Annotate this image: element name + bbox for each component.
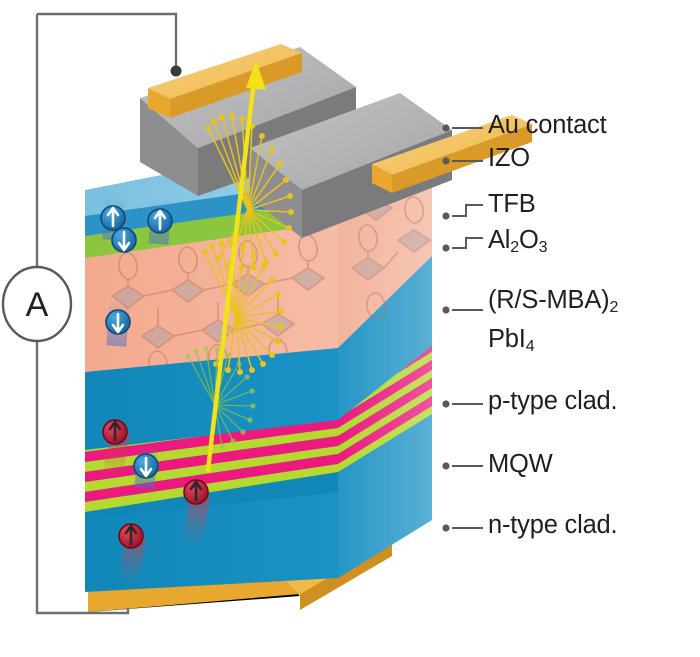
- ammeter-label: A: [26, 286, 49, 324]
- electron-spin-down: [105, 309, 131, 335]
- electron-spin-up: [147, 208, 173, 234]
- au-left-top: [148, 44, 302, 99]
- layer-au-contact-left: [148, 44, 302, 118]
- au-right-side: [392, 124, 532, 193]
- label-rs-mba: (R/S-MBA)2: [488, 286, 619, 316]
- leader-p-type-clad: [442, 400, 483, 408]
- ammeter-body: [1, 265, 73, 343]
- layer-au-contact-right: [372, 115, 532, 193]
- leader-n-type-clad: [442, 524, 483, 532]
- label-mqw: MQW: [488, 450, 553, 478]
- leader-au-contact: [442, 124, 483, 132]
- carriers-group: [100, 195, 211, 584]
- electron-spin-up: [100, 205, 126, 231]
- label-n-type-clad: n-type clad.: [488, 511, 618, 539]
- leader-izo: [442, 157, 483, 165]
- izo-left-top: [140, 47, 356, 148]
- izo-right-top: [250, 93, 452, 190]
- au-left-front: [148, 88, 170, 118]
- leader-rs-mba: [442, 306, 483, 314]
- hole-spin-up: [118, 523, 144, 549]
- label-tfb: TFB: [488, 190, 536, 218]
- label-pbi4: PbI4: [488, 325, 535, 355]
- external-circuit: [1, 12, 182, 615]
- label-au-contact: Au contact: [488, 111, 607, 139]
- circuit-node-top: [170, 65, 182, 77]
- label-al2o3: Al2O3: [488, 226, 548, 256]
- circuit-wire-top: [37, 12, 178, 71]
- hole-spin-up: [183, 479, 209, 505]
- hole-spin-up: [102, 419, 128, 445]
- au-right-top: [372, 115, 532, 175]
- electron-spin-down: [111, 227, 137, 253]
- label-p-type-clad: p-type clad.: [488, 387, 618, 415]
- hole-carriers: [102, 419, 209, 549]
- au-right-front: [372, 164, 392, 193]
- cpl-emission-group: [185, 60, 294, 473]
- electron-spin-down: [133, 453, 159, 479]
- izo-left-front: [140, 98, 198, 196]
- label-izo: IZO: [488, 144, 530, 172]
- side-face-sheen: [338, 118, 432, 578]
- electron-carriers: [100, 205, 173, 479]
- leader-al2o3: [442, 237, 483, 252]
- leader-mqw: [442, 462, 483, 470]
- cpl-helix-mid: [202, 240, 284, 375]
- label-leaders: [442, 124, 483, 532]
- device-stack-side: [338, 118, 432, 578]
- cpl-beam-arrow: [205, 60, 266, 473]
- leader-tfb: [442, 204, 483, 220]
- au-left-side: [170, 53, 302, 118]
